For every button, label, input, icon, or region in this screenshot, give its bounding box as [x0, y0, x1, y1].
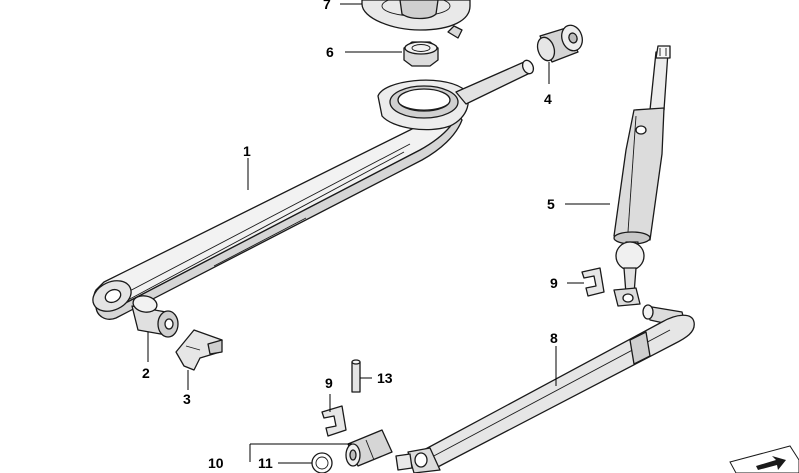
leader-lines: [147, 3, 610, 464]
part-3-bracket: [175, 329, 223, 371]
callout-9-lower: 9: [325, 375, 333, 391]
callout-9-right: 9: [550, 275, 558, 291]
callout-10: 10: [208, 455, 224, 471]
part-2-bushing: [131, 295, 179, 338]
callout-8: 8: [550, 330, 558, 346]
part-5-selector-rod: [613, 45, 671, 307]
part-4-bushing: [536, 24, 583, 63]
callout-5: 5: [547, 196, 555, 212]
part-1-shift-lever: [92, 59, 535, 320]
callout-11: 11: [258, 455, 273, 471]
part-9-clip-right: [581, 267, 605, 297]
part-9-clip-lower: [321, 405, 347, 437]
callout-1: 1: [243, 143, 251, 159]
callout-6: 6: [326, 44, 334, 60]
callout-4: 4: [544, 91, 552, 107]
part-6-nut: [403, 41, 439, 67]
callout-13: 13: [377, 370, 393, 386]
part-13-pin: [351, 359, 361, 393]
callout-2: 2: [142, 365, 150, 381]
part-10-joint-sleeve: [345, 429, 393, 467]
part-11-ring: [311, 452, 333, 473]
part-8-linkage-rod: [395, 304, 695, 473]
callout-7: 7: [323, 0, 331, 12]
callout-3: 3: [183, 391, 191, 407]
page-corner-icon: [729, 445, 799, 473]
part-7-boot-ring: [361, 0, 471, 39]
